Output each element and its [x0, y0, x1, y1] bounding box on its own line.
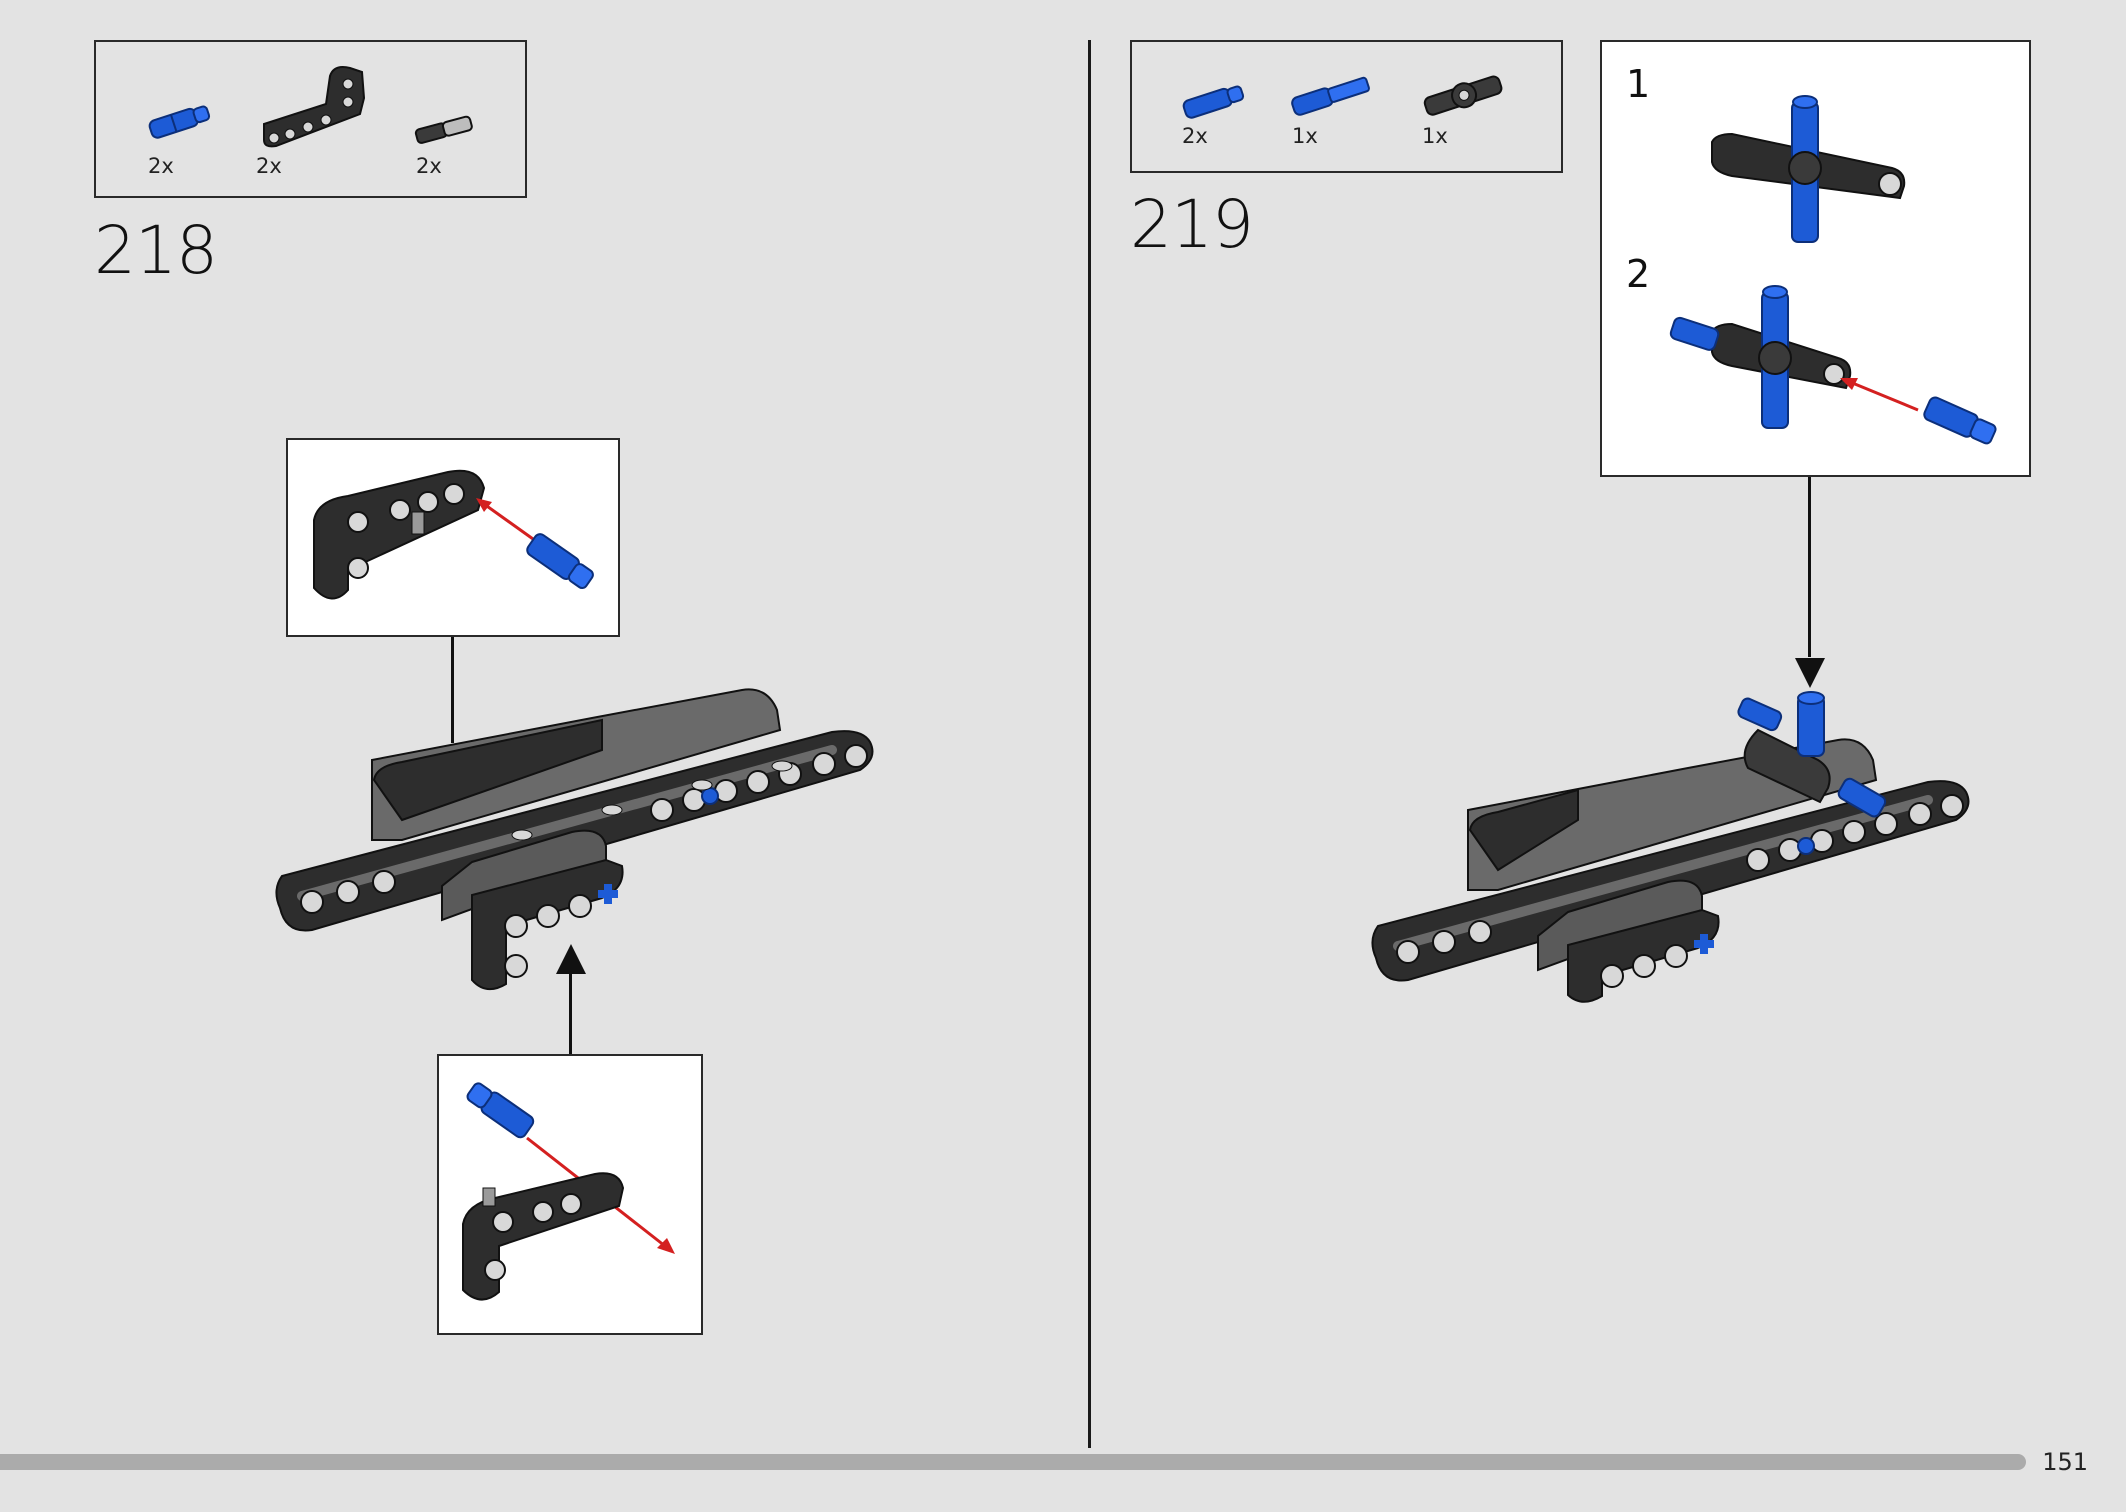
page-number: 151 [2042, 1448, 2088, 1476]
callout-leader-line [1808, 477, 1811, 657]
substep-label: 1 [1626, 62, 1651, 106]
part-qty: 2x [256, 154, 282, 178]
parts-list-218: 2x 2x 2x [94, 40, 527, 198]
black-l-beam-icon [263, 66, 366, 148]
part-qty: 2x [416, 154, 442, 178]
up-arrow-icon [556, 944, 586, 974]
substep-label: 2 [1626, 252, 1651, 296]
parts-list-219: 2x 1x 1x [1130, 40, 1563, 173]
gray-pin-icon [414, 115, 473, 144]
part-qty: 2x [1182, 124, 1208, 148]
down-arrow-icon [1795, 658, 1825, 688]
callout-bottom [437, 1054, 703, 1335]
progress-bar [0, 1454, 2026, 1470]
assembly-illustration-218 [275, 688, 874, 991]
blue-pin-icon [148, 105, 211, 139]
blue-pin-icon [1182, 85, 1245, 119]
part-qty: 2x [148, 154, 174, 178]
substep-2-illustration [1669, 285, 1997, 445]
part-qty: 1x [1422, 124, 1448, 148]
blue-pin-icon [466, 1082, 535, 1139]
substep-1-illustration [1711, 95, 1906, 243]
part-qty: 1x [1292, 124, 1318, 148]
assembly-illustration-219 [1371, 691, 1970, 1003]
step-number: 218 [94, 212, 218, 289]
callout-top [286, 438, 620, 637]
blue-axle-pin-icon [1291, 76, 1370, 116]
blue-pin-icon [526, 533, 594, 590]
l-beam-icon [462, 1172, 625, 1301]
substeps-callout: 1 2 [1600, 40, 2031, 477]
page-divider [1088, 40, 1091, 1448]
cross-connector-icon [1423, 75, 1503, 116]
red-arrow-icon [476, 498, 541, 546]
step-number: 219 [1130, 186, 1254, 263]
callout-leader-line [569, 974, 572, 1056]
l-beam-icon [313, 469, 486, 600]
callout-leader-line [451, 637, 454, 743]
